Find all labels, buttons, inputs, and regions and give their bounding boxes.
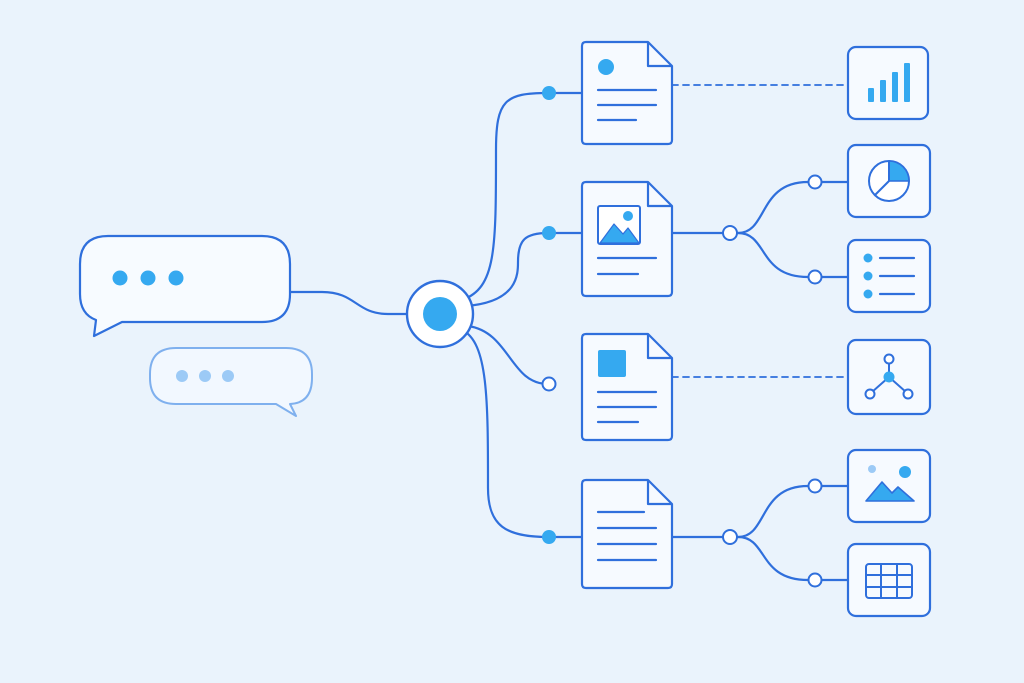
connectors — [288, 84, 850, 582]
dot-icon — [598, 59, 614, 75]
hub-node-icon — [405, 279, 475, 349]
filled-node — [542, 226, 556, 240]
pie-chart-icon — [868, 160, 910, 202]
hollow-node — [722, 529, 738, 545]
connector-branch-pie — [736, 180, 810, 235]
output-bar-chart — [846, 45, 930, 121]
connector-chat-hub — [288, 290, 410, 316]
output-bullet-list — [846, 238, 932, 314]
card — [846, 45, 930, 121]
connector-branch-image — [736, 484, 810, 539]
text-lines — [596, 510, 658, 562]
speech-bubble-icon — [149, 347, 313, 417]
filled-node — [542, 530, 556, 544]
document-text — [580, 40, 674, 146]
table-icon — [865, 563, 913, 599]
document-icon — [580, 478, 674, 590]
typing-dots-icon — [176, 370, 234, 382]
connector-hub-doc4 — [460, 328, 584, 539]
hollow-node — [807, 572, 823, 588]
connector-branch-table — [736, 535, 810, 582]
connector-branch-list — [736, 231, 810, 279]
connector-hub-doc1 — [460, 91, 584, 302]
square-icon — [598, 350, 626, 377]
hollow-node — [722, 225, 738, 241]
typing-dots-icon — [112, 270, 184, 286]
document-image — [580, 180, 674, 298]
connector-hub-doc2 — [464, 231, 584, 308]
document-lines — [580, 478, 674, 590]
card — [846, 542, 932, 618]
connector-hub-doc3 — [466, 324, 550, 386]
connector-nodes — [541, 86, 823, 588]
network-graph-icon — [864, 353, 914, 400]
hollow-node — [541, 376, 557, 392]
filled-node — [542, 86, 556, 100]
hollow-node — [807, 269, 823, 285]
image-thumbnail-icon — [597, 205, 641, 245]
text-lines — [596, 256, 658, 276]
document-icon — [580, 40, 674, 146]
image-icon — [865, 465, 915, 502]
document-block — [580, 332, 674, 442]
output-pie-chart — [846, 143, 932, 219]
text-lines — [596, 88, 658, 122]
document-icon — [580, 332, 674, 442]
output-table — [846, 542, 932, 618]
card — [846, 448, 932, 524]
bullet-list-icon — [863, 253, 916, 299]
bar-chart-icon — [868, 63, 910, 102]
hollow-node — [807, 174, 823, 190]
hollow-node — [807, 478, 823, 494]
output-image — [846, 448, 932, 524]
speech-bubble-icon — [78, 234, 292, 338]
chat-bubble-secondary — [149, 347, 313, 417]
text-lines — [596, 390, 658, 424]
chat-bubble-primary — [78, 234, 292, 338]
output-network-graph — [846, 338, 932, 416]
